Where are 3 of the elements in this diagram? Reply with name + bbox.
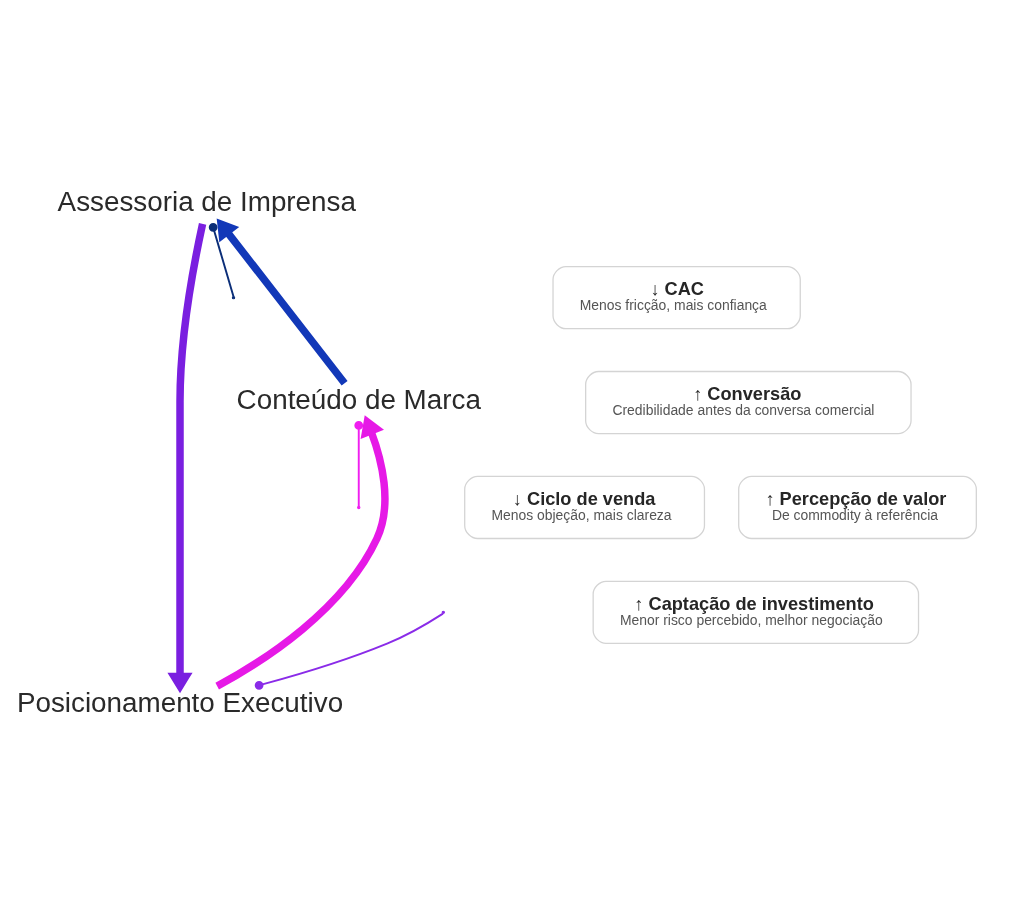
node-text: Assessoria de Imprensa — [57, 186, 356, 218]
node-text: Posicionamento Executivo — [16, 687, 344, 719]
node-text: Conteúdo de Marca — [236, 384, 481, 416]
